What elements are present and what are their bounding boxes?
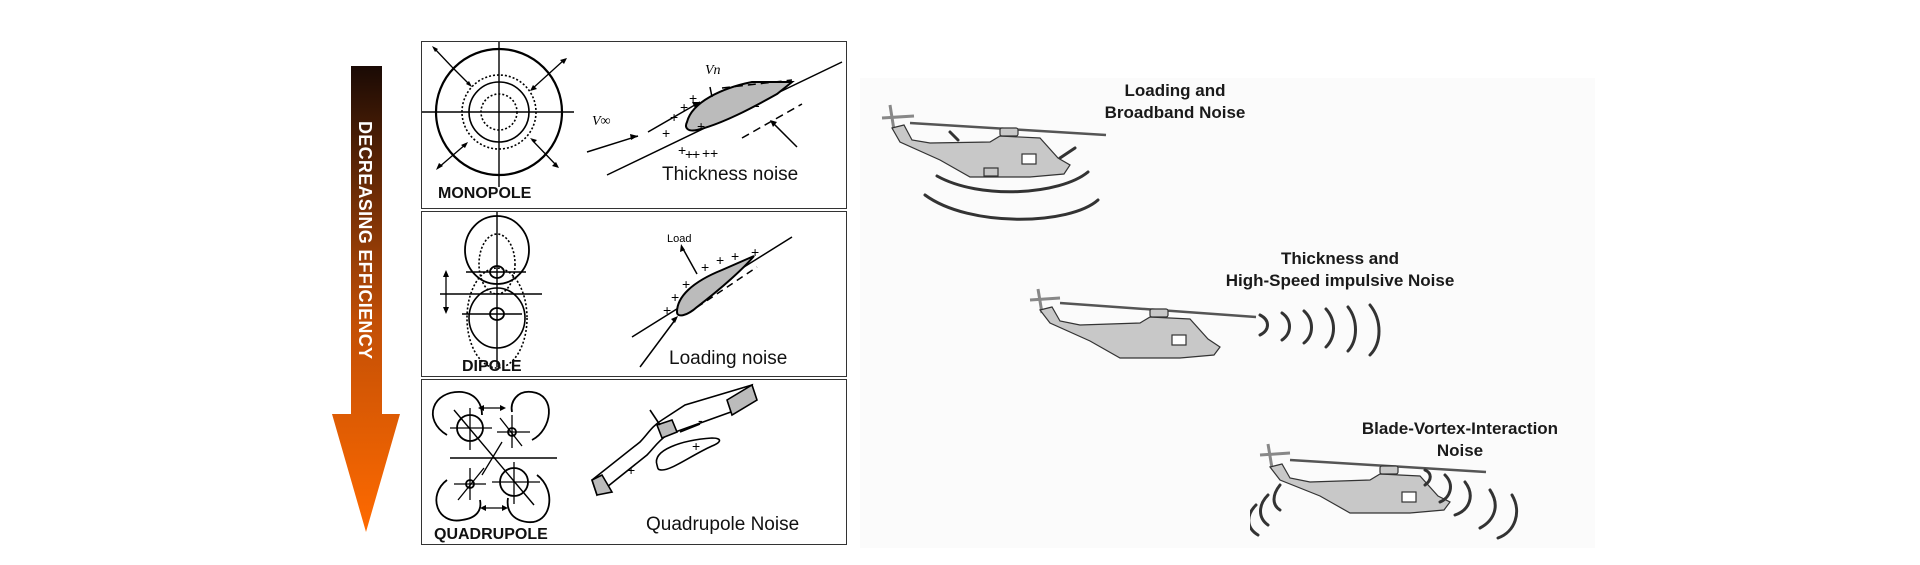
quadrupole-label: QUADRUPOLE bbox=[434, 526, 548, 543]
svg-text:+: + bbox=[697, 118, 705, 134]
decreasing-efficiency-arrow bbox=[330, 66, 402, 534]
helicopter-icon bbox=[881, 104, 1107, 221]
helicopter-thickness-hsi bbox=[1020, 285, 1420, 385]
svg-text:+: + bbox=[671, 289, 679, 305]
v-infinity-label: V∞ bbox=[592, 114, 611, 129]
thickness-noise-label: Thickness noise bbox=[662, 164, 799, 185]
svg-text:+: + bbox=[680, 99, 688, 115]
caption-line-1: Blade-Vortex-Interaction bbox=[1361, 419, 1559, 438]
loading-noise-label: Loading noise bbox=[669, 348, 788, 369]
svg-text:+: + bbox=[710, 145, 718, 161]
v-n-label: Vn bbox=[705, 63, 721, 78]
monopole-panel: V∞ Vn +++ ++ +++ ++ - MONOPOLE Thickness… bbox=[421, 41, 847, 209]
svg-text:+: + bbox=[627, 462, 635, 478]
load-label: Load bbox=[667, 233, 691, 245]
svg-text:+: + bbox=[692, 146, 700, 162]
svg-text:+: + bbox=[663, 302, 671, 318]
svg-text:+: + bbox=[751, 244, 759, 260]
caption-line-1: Loading and bbox=[1124, 81, 1226, 100]
caption-line-2: Broadband Noise bbox=[1104, 103, 1246, 122]
svg-text:+: + bbox=[692, 438, 700, 454]
monopole-label: MONOPOLE bbox=[438, 185, 532, 202]
svg-text:+: + bbox=[701, 259, 709, 275]
dipole-label: DIPOLE bbox=[462, 358, 522, 375]
svg-text:-: - bbox=[755, 97, 760, 113]
dipole-panel: Load +++ ++++ DIPOLE Loading noise bbox=[421, 211, 847, 377]
loading-broadband-caption: Loading and Broadband Noise bbox=[1075, 80, 1275, 124]
caption-line-2: High-Speed impulsive Noise bbox=[1225, 271, 1455, 290]
bvi-caption: Blade-Vortex-Interaction Noise bbox=[1330, 418, 1590, 462]
svg-text:+: + bbox=[731, 248, 739, 264]
caption-line-1: Thickness and bbox=[1280, 249, 1400, 268]
dipole-diagram: Load +++ ++++ bbox=[440, 212, 793, 369]
svg-text:-: - bbox=[698, 412, 703, 428]
helicopter-icon bbox=[1029, 288, 1381, 359]
caption-line-2: Noise bbox=[1436, 441, 1484, 460]
quadrupole-noise-label: Quadrupole Noise bbox=[646, 514, 800, 535]
svg-text:+: + bbox=[670, 109, 678, 125]
helicopter-icon bbox=[1250, 443, 1518, 540]
monopole-diagram: V∞ Vn +++ ++ +++ ++ - bbox=[422, 42, 843, 187]
svg-text:+: + bbox=[689, 90, 697, 106]
svg-text:+: + bbox=[682, 276, 690, 292]
helicopter-loading-broadband bbox=[870, 100, 1170, 230]
thickness-hsi-caption: Thickness and High-Speed impulsive Noise bbox=[1190, 248, 1490, 292]
quadrupole-panel: + + - QUADRUPOLE Quadrupole Noise bbox=[421, 379, 847, 545]
arrow-label: DECREASING EFFICIENCY bbox=[355, 120, 375, 360]
svg-text:+: + bbox=[716, 252, 724, 268]
svg-text:+: + bbox=[702, 145, 710, 161]
quadrupole-diagram: + + - bbox=[431, 383, 758, 523]
svg-text:+: + bbox=[685, 146, 693, 162]
helicopter-bvi bbox=[1250, 440, 1550, 540]
svg-text:+: + bbox=[662, 125, 670, 141]
svg-text:+: + bbox=[678, 142, 686, 158]
